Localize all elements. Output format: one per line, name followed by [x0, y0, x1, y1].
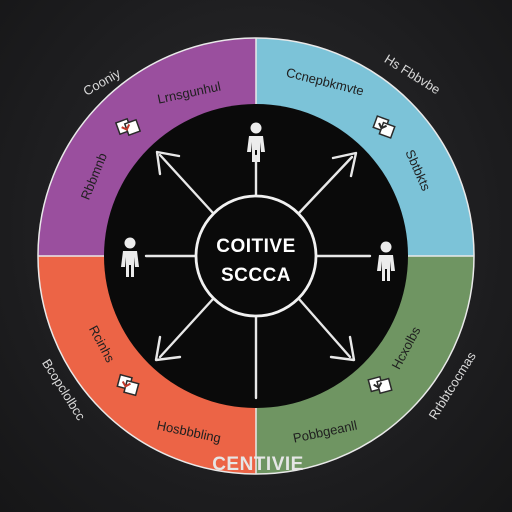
person-icon-right [377, 241, 395, 281]
emblem-icon-bottom-right [367, 375, 393, 395]
emblem-icon-top-right [372, 115, 396, 139]
emblem-icon-top-left [114, 117, 142, 137]
spokes [144, 154, 372, 400]
person-icon-top [247, 122, 265, 162]
outer-ring-border [37, 37, 475, 475]
emblem-icon-bottom-left [116, 373, 140, 397]
footer-caption: CENTIVIE [212, 454, 304, 475]
center-circle [194, 194, 318, 318]
arrows-icon [154, 150, 358, 362]
person-icon-left [121, 237, 139, 277]
center-title-line2: SCCCA [221, 265, 291, 286]
center-title-line1: COITIVE [216, 236, 296, 257]
